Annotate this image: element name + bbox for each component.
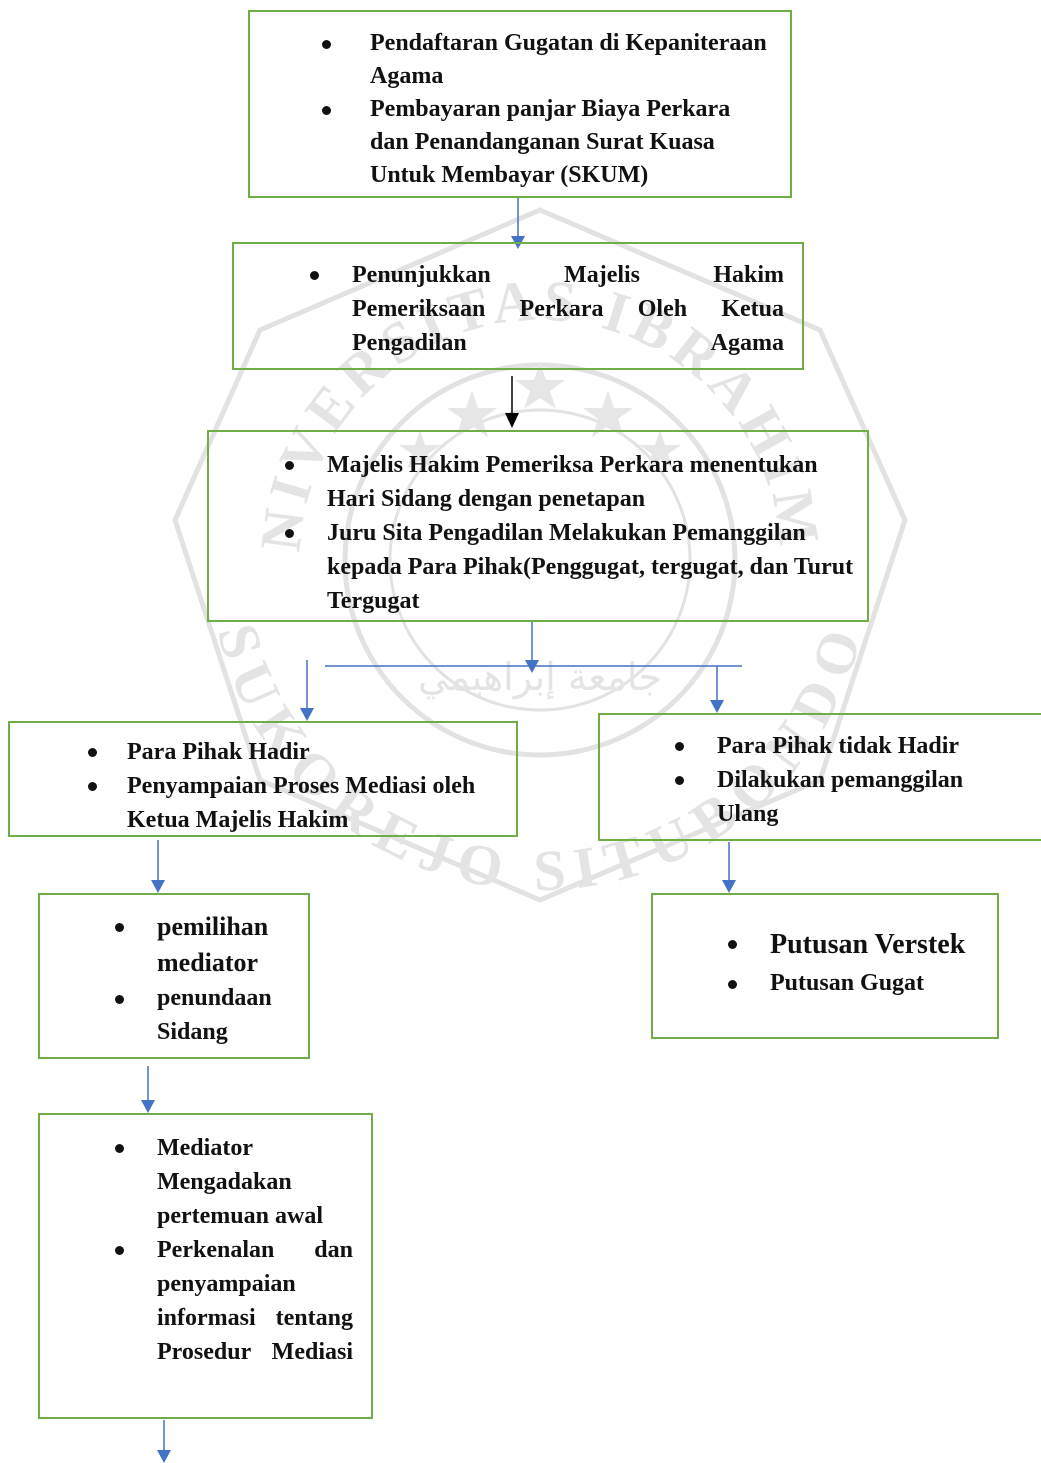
step-registration-item: Pembayaran panjar Biaya Perkara dan Pena… xyxy=(250,93,770,192)
arrowhead-to-absent xyxy=(710,700,724,713)
arrowhead-mediator-meeting xyxy=(141,1100,155,1113)
step-appointment-item: Penunjukkan Majelis Hakim Pemeriksaan Pe… xyxy=(310,258,784,360)
step-parties-absent-item: Para Pihak tidak Hadir xyxy=(675,729,1017,763)
arrowhead-absent-verdict xyxy=(722,880,736,893)
step-scheduling-item: Majelis Hakim Pemeriksa Perkara menentuk… xyxy=(285,448,857,516)
arrowhead-to-present xyxy=(300,708,314,721)
step-parties-present-box: Para Pihak Hadir Penyampaian Proses Medi… xyxy=(8,721,518,837)
step-verdict-box: Putusan Verstek Putusan Gugat xyxy=(651,893,999,1039)
step-registration-item: Pendaftaran Gugatan di Kepaniteraan Agam… xyxy=(250,27,770,93)
step-first-meeting-item: Perkenalan dan penyampaian informasi ten… xyxy=(115,1233,353,1369)
step-mediator-selection-item: penundaan Sidang xyxy=(115,981,307,1049)
arrowhead-meeting-next xyxy=(157,1450,171,1463)
step-verdict-item: Putusan Verstek xyxy=(728,925,997,965)
arrowhead-3-split xyxy=(525,660,539,673)
step-parties-present-item: Penyampaian Proses Mediasi oleh Ketua Ma… xyxy=(88,769,487,835)
step-first-meeting-item: Mediator Mengadakan pertemuan awal xyxy=(115,1131,353,1233)
step-mediator-selection-box: pemilihan mediator penundaan Sidang xyxy=(38,893,310,1059)
watermark-arabic-text: جامعة إبراهيمي xyxy=(418,655,662,700)
arrowhead-present-mediator xyxy=(151,880,165,893)
step-first-meeting-box: Mediator Mengadakan pertemuan awal Perke… xyxy=(38,1113,373,1419)
step-parties-absent-item: Dilakukan pemanggilan Ulang xyxy=(675,763,1017,831)
step-parties-present-item: Para Pihak Hadir xyxy=(88,735,487,769)
step-mediator-selection-item: pemilihan mediator xyxy=(115,909,307,981)
step-registration-box: Pendaftaran Gugatan di Kepaniteraan Agam… xyxy=(248,10,792,198)
step-scheduling-item: Juru Sita Pengadilan Melakukan Pemanggil… xyxy=(285,516,857,618)
step-appointment-box: Penunjukkan Majelis Hakim Pemeriksaan Pe… xyxy=(232,242,804,370)
step-verdict-item: Putusan Gugat xyxy=(728,965,997,1001)
arrowhead-2-3 xyxy=(505,413,519,428)
step-parties-absent-box: Para Pihak tidak Hadir Dilakukan pemangg… xyxy=(598,713,1041,841)
step-scheduling-box: Majelis Hakim Pemeriksa Perkara menentuk… xyxy=(207,430,869,622)
